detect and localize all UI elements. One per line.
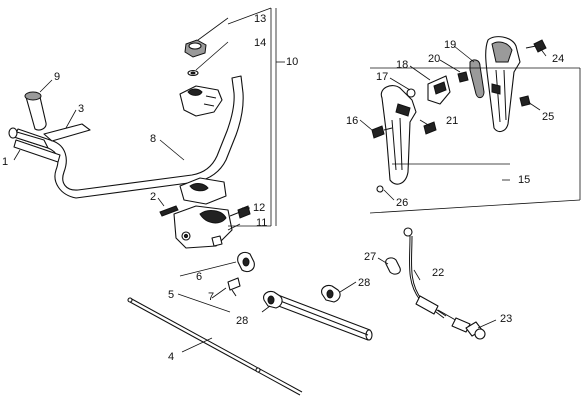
callout-21: 21 [446, 115, 458, 127]
callout-18: 18 [396, 59, 408, 71]
callout-6: 6 [196, 271, 202, 283]
warning-label [43, 123, 91, 142]
callout-13: 13 [254, 13, 266, 25]
cable-clip [385, 257, 401, 275]
callout-26: 26 [396, 197, 408, 209]
throttle-handle-assembly [371, 36, 547, 193]
callout-2: 2 [150, 191, 156, 203]
callout-19: 19 [444, 39, 456, 51]
drive-shaft [127, 297, 303, 396]
callout-24: 24 [552, 53, 564, 65]
screw-7 [227, 277, 241, 297]
callout-1: 1 [2, 156, 8, 168]
callout-10: 10 [286, 56, 298, 68]
grommet-6 [237, 251, 255, 273]
clamp-28a [263, 290, 283, 309]
clamp-lower-assembly [173, 177, 251, 249]
callout-27: 27 [364, 251, 376, 263]
callout-11: 11 [256, 217, 267, 229]
callout-4: 4 [168, 351, 174, 363]
callout-labels: 1 2 3 4 5 6 7 8 9 10 11 12 13 14 15 16 1… [2, 13, 564, 363]
callout-28-left: 28 [236, 315, 248, 327]
callout-15: 15 [518, 174, 530, 186]
callout-12: 12 [253, 202, 265, 214]
callout-17: 17 [376, 71, 388, 83]
callout-25: 25 [542, 111, 554, 123]
callout-9: 9 [54, 71, 60, 83]
leader-lines [13, 17, 547, 353]
callout-3: 3 [78, 103, 84, 115]
callout-22: 22 [432, 267, 444, 279]
throttle-cable [403, 227, 486, 340]
grip [24, 91, 47, 131]
callout-5: 5 [168, 289, 174, 301]
callout-14: 14 [254, 37, 266, 49]
handlebar [8, 75, 244, 199]
key-pin [159, 205, 179, 217]
callout-16: 16 [346, 115, 358, 127]
callout-23: 23 [500, 313, 512, 325]
callout-7: 7 [208, 291, 214, 303]
callout-8: 8 [150, 133, 156, 145]
callout-20: 20 [428, 53, 440, 65]
assembly-bracket-15 [369, 67, 581, 214]
clamp-28b [321, 284, 341, 303]
callout-28-right: 28 [358, 277, 370, 289]
clamp-upper-assembly [179, 39, 223, 117]
